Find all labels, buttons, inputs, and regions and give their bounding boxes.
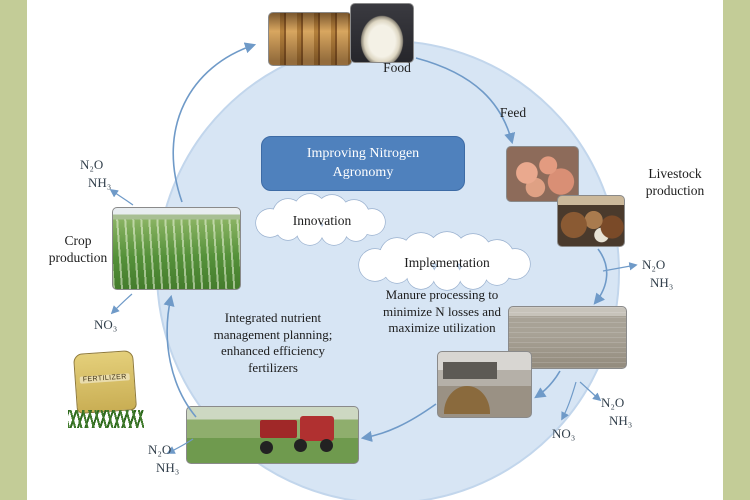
implementation-cloud-label: Implementation [404,255,490,270]
fertilizer-bag-label: FERTILIZER [79,373,130,384]
arrow-crop-leaching [110,293,133,315]
manure-leaching-label: NO₃ [552,426,576,441]
livestock-air-emissions: N₂O NH₃ [642,257,674,290]
pigs-image [506,146,579,202]
title-line-1: Improving Nitrogen [306,146,420,162]
left-border-bar [0,0,27,500]
food-label: Food [383,60,411,75]
title-line-2: Agronomy [332,164,394,180]
compost-yard-image [437,351,532,418]
livestock-production-label: Livestock production [645,166,705,198]
crop-production-label: Crop production [48,233,108,265]
manure-air-emissions: N₂O NH₃ [601,395,633,428]
arrow-crop-volatilization [109,189,134,206]
crop-field-image [112,207,241,290]
bread-image [268,12,352,66]
tractor-field-image [186,406,359,464]
flour-bowl-image [350,3,414,63]
manure-processing-note: Manure processing to minimize N losses a… [382,287,502,336]
improving-nitrogen-agronomy-box: Improving Nitrogen Agronomy [261,136,465,191]
crop-air-emissions: N₂O NH₃ [80,157,112,190]
crop-leaching-label: NO₃ [94,317,118,332]
nutrient-management-note: Integrated nutrient management planning;… [213,310,333,375]
grass-decoration [68,410,144,428]
fertilizer-bag-shape: FERTILIZER [72,349,138,415]
innovation-cloud-label: Innovation [292,213,352,228]
field-air-emissions: N₂O NH₃ [148,442,180,475]
cows-image [557,195,625,247]
right-border-bar [723,0,750,500]
fertilizer-bag-image: FERTILIZER [68,349,144,428]
feed-label: Feed [499,105,527,120]
tractor-shape [259,415,335,452]
